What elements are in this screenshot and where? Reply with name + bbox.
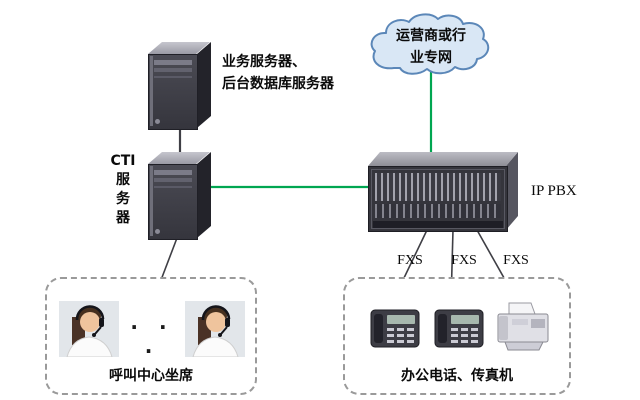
agent-photo-2 [185,301,245,357]
cloud-icon [370,13,490,75]
cti-server-label: CTI 服 务 器 [110,153,136,226]
app-server-icon [146,40,212,130]
cloud-label: 运营商或行 业专网 [396,28,466,66]
call-center-group: · · · 呼叫中心坐席 [45,277,257,395]
call-center-label: 呼叫中心坐席 [109,368,193,384]
desk-phone-icon-2 [434,309,484,348]
office-devices-group: 办公电话、传真机 [343,277,571,395]
fax-machine-icon [497,302,549,351]
ip-pbx-icon [366,146,524,232]
ip-pbx-label: IP PBX [531,183,577,199]
cti-server-icon [146,150,212,240]
agents-ellipsis: · · · [130,315,174,363]
fxs-label-2: FXS [451,253,477,268]
office-devices-label: 办公电话、传真机 [401,368,513,384]
link-cti-callcenter [160,237,178,281]
fxs-label-1: FXS [397,253,423,268]
agent-photo-1 [59,301,119,357]
app-server-label: 业务服务器、 后台数据库服务器 [222,54,334,92]
desk-phone-icon-1 [370,309,420,348]
fxs-label-3: FXS [503,253,529,268]
